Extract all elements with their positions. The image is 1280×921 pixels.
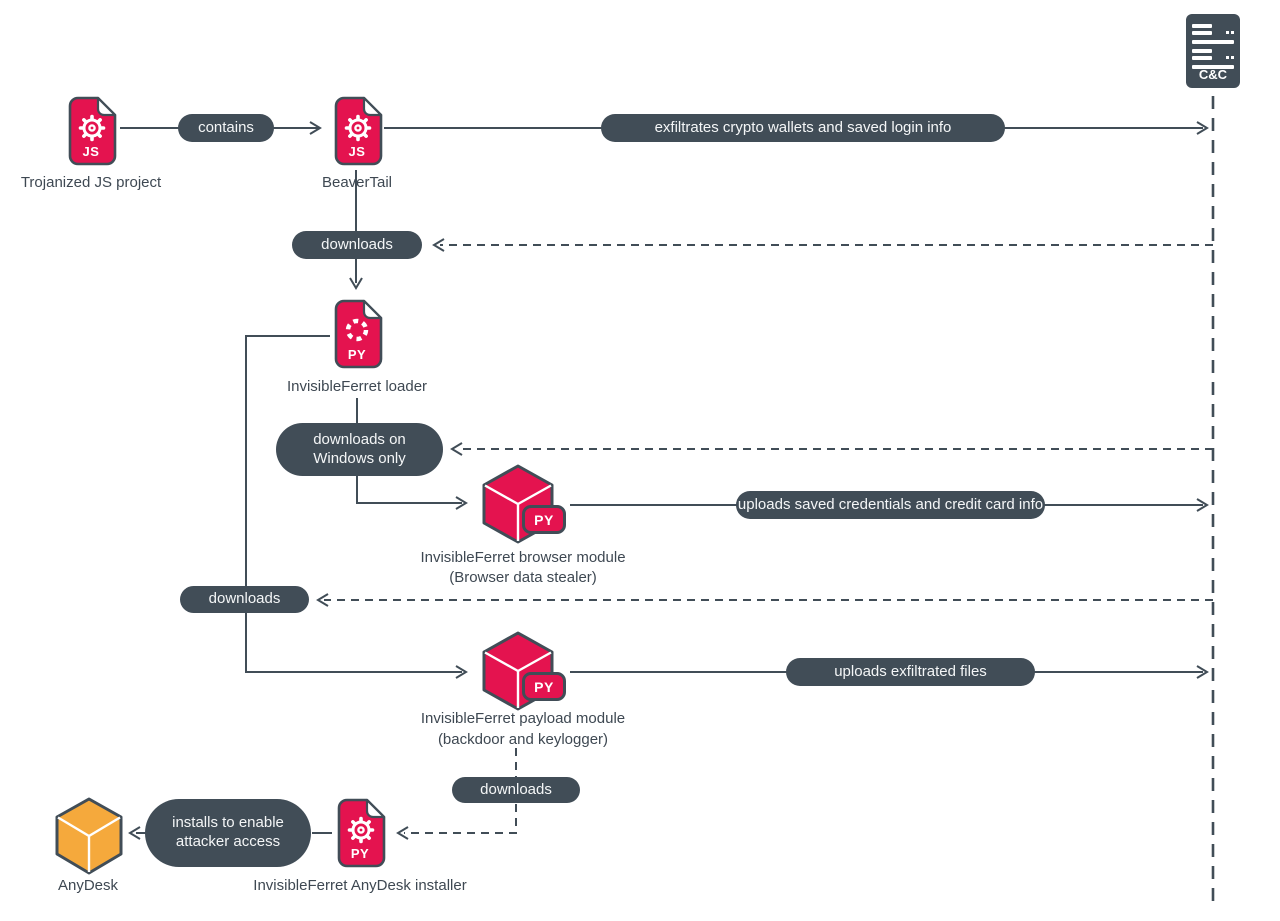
edge-label-downloads-windows: downloads on Windows only [276,423,443,476]
file-type-badge: JS [348,144,366,159]
trojanized-js-label: Trojanized JS project [20,174,162,191]
edge-label-uploads-files: uploads exfiltrated files [786,658,1035,686]
trojanized-js-file-icon: JS [64,96,118,166]
browser-module-sublabel: (Browser data stealer) [449,569,597,586]
edge-label-downloads-payload: downloads [180,586,309,613]
file-type-badge: JS [82,144,100,159]
loading-spinner-icon [345,318,369,342]
edge-label-text: downloads [480,780,552,798]
payload-module-sublabel: (backdoor and keylogger) [437,731,609,748]
edge-label-text: exfiltrates crypto wallets and saved log… [654,118,952,136]
file-type-badge: PY [522,672,566,701]
browser-module-cube-icon: PY [478,463,572,545]
edge-label-text: downloads on [313,430,406,448]
browser-module-label: InvisibleFerret browser module [420,549,626,566]
edge-label-contains: contains [178,114,274,142]
gear-icon [344,114,372,142]
edge-label-downloads-anydesk: downloads [452,777,580,803]
beavertail-file-icon: JS [330,96,384,166]
cnc-server-icon: C&C [1186,14,1240,88]
gear-icon [347,816,375,844]
edge-label-text: downloads [321,235,393,253]
gear-icon [78,114,106,142]
edge-label-text: downloads [208,590,281,608]
file-type-badge: PY [522,505,566,534]
file-type-badge: PY [350,846,370,861]
edge-label-text: uploads saved credentials and credit car… [737,495,1044,513]
edge-label-text: contains [198,118,254,136]
invisibleferret-loader-label: InvisibleFerret loader [286,378,428,395]
edge-label-text: installs to enable [172,814,284,832]
edge-label-exfiltrates: exfiltrates crypto wallets and saved log… [601,114,1005,142]
edge-label-text: Windows only [313,449,406,467]
payload-module-label: InvisibleFerret payload module [420,710,626,727]
invisibleferret-loader-file-icon: PY [330,299,384,369]
edge-label-text: attacker access [175,833,281,850]
edge-label-uploads-credentials: uploads saved credentials and credit car… [736,491,1045,519]
edge-label-text: uploads exfiltrated files [834,662,987,680]
edge-label-downloads-beavertail: downloads [292,231,422,259]
anydesk-installer-label: InvisibleFerret AnyDesk installer [253,877,467,894]
anydesk-installer-file-icon: PY [333,798,387,868]
beavertail-label: BeaverTail [321,174,393,191]
anydesk-label: AnyDesk [57,877,119,894]
anydesk-cube-icon [50,796,128,876]
file-type-badge: PY [347,347,367,362]
edge-label-installs: installs to enable attacker access [145,799,311,867]
cnc-server-label: C&C [1198,67,1228,82]
payload-module-cube-icon: PY [478,630,572,712]
